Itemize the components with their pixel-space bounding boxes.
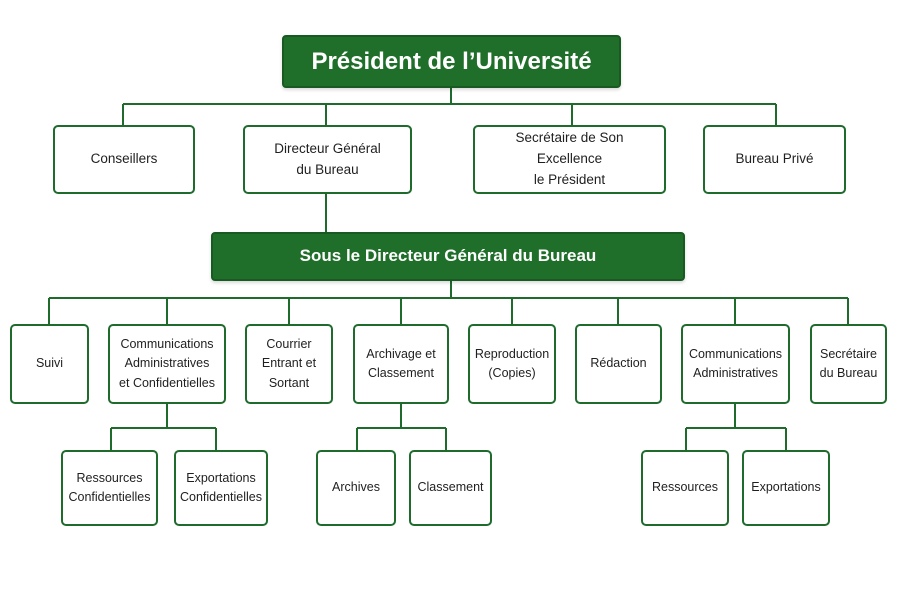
sub-header-box: Sous le Directeur Général du Bureau: [211, 232, 685, 281]
director-general-box: Directeur Général du Bureau: [243, 125, 412, 194]
department-archivage: Archivage et Classement: [353, 324, 449, 404]
unit-exportations: Exportations: [742, 450, 830, 526]
unit-ressources-confidentielles: Ressources Confidentielles: [61, 450, 158, 526]
advisors-box: Conseillers: [53, 125, 195, 194]
department-reproduction: Reproduction (Copies): [468, 324, 556, 404]
president-box: Président de l’Université: [282, 35, 621, 88]
department-secretaire-bureau: Secrétaire du Bureau: [810, 324, 887, 404]
unit-exportations-confidentielles: Exportations Confidentielles: [174, 450, 268, 526]
department-communications-confidentielles: Communications Administratives et Confid…: [108, 324, 226, 404]
department-courrier: Courrier Entrant et Sortant: [245, 324, 333, 404]
private-office-box: Bureau Privé: [703, 125, 846, 194]
unit-classement: Classement: [409, 450, 492, 526]
unit-archives: Archives: [316, 450, 396, 526]
unit-ressources: Ressources: [641, 450, 729, 526]
secretary-president-box: Secrétaire de Son Excellence le Présiden…: [473, 125, 666, 194]
department-communications-administratives: Communications Administratives: [681, 324, 790, 404]
department-redaction: Rédaction: [575, 324, 662, 404]
department-suivi: Suivi: [10, 324, 89, 404]
